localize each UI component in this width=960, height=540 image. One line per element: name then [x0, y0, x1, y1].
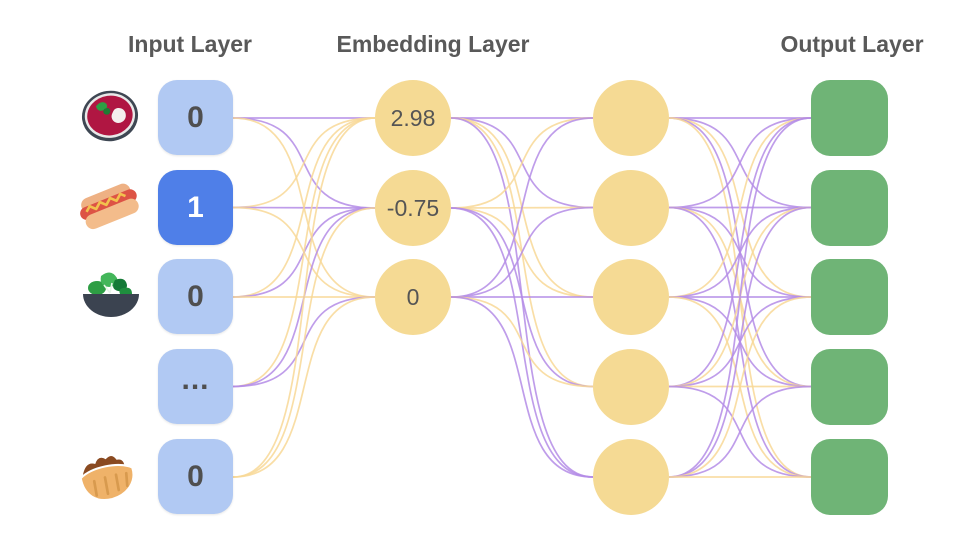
network-edge	[232, 117, 376, 298]
embedding-node-value: 2.98	[390, 104, 436, 131]
network-edge	[668, 385, 812, 478]
network-edge	[450, 117, 594, 209]
hidden-node	[593, 439, 669, 515]
output-node	[811, 259, 888, 335]
salad-icon	[83, 272, 139, 317]
output-node	[811, 439, 888, 515]
embedding-node: -0.75	[375, 170, 451, 246]
network-edge	[232, 207, 376, 478]
hidden-node	[593, 170, 669, 246]
hidden-node	[593, 80, 669, 156]
output-layer-title: Output Layer	[780, 31, 924, 57]
hotdog-icon	[80, 183, 139, 230]
network-edge	[450, 206, 594, 298]
input-node-value: 0	[187, 459, 204, 493]
input-node-value: ...	[181, 362, 210, 396]
network-edge	[668, 117, 812, 298]
embedding-node-value: 0	[406, 283, 420, 310]
input-node-value: 0	[187, 279, 204, 313]
input-node: 0	[158, 259, 233, 334]
network-edge	[450, 296, 594, 478]
network-edge	[668, 117, 812, 478]
input-node: ...	[158, 349, 233, 424]
hidden-node	[593, 259, 669, 335]
network-edge	[232, 117, 376, 209]
embedding-node: 0	[375, 259, 451, 335]
network-edge	[668, 117, 812, 209]
embedding-layer-title: Embedding Layer	[336, 31, 530, 57]
input-node-value: 1	[187, 190, 204, 224]
network-edge	[668, 117, 812, 388]
network-edge	[232, 117, 376, 388]
embedding-node-value: -0.75	[386, 194, 440, 221]
input-node-active: 1	[158, 170, 233, 245]
network-edge	[450, 117, 594, 298]
input-node: 0	[158, 80, 233, 155]
network-edge	[668, 206, 812, 478]
network-edge	[232, 296, 376, 478]
soup-icon	[81, 90, 139, 142]
output-node	[811, 170, 888, 246]
input-layer-title: Input Layer	[128, 31, 252, 57]
output-node	[811, 349, 888, 425]
output-node	[811, 80, 888, 156]
input-node: 0	[158, 439, 233, 514]
embedding-node: 2.98	[375, 80, 451, 156]
input-node-value: 0	[187, 100, 204, 134]
hidden-node	[593, 349, 669, 425]
stuffed-flatbread-icon	[79, 455, 135, 502]
network-edge	[668, 296, 812, 478]
network-edge	[232, 117, 376, 478]
network-edge	[450, 296, 594, 388]
